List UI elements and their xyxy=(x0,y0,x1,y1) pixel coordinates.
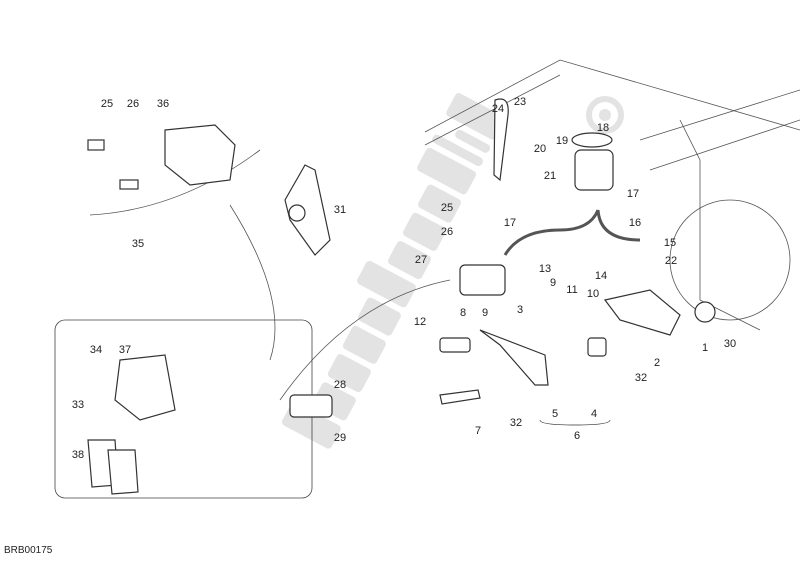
callout-17: 17 xyxy=(627,188,639,200)
fluid-reservoir xyxy=(574,149,614,191)
callout-21: 21 xyxy=(544,170,556,182)
callout-7: 7 xyxy=(475,425,481,437)
callout-8: 8 xyxy=(460,307,466,319)
callout-33: 33 xyxy=(72,399,84,411)
callout-13: 13 xyxy=(539,263,551,275)
watermark-letter xyxy=(387,241,431,280)
callout-19: 19 xyxy=(556,135,568,147)
watermark-letter xyxy=(327,354,371,393)
callout-26: 26 xyxy=(127,98,139,110)
watermark-letter xyxy=(403,212,446,251)
callout-15: 15 xyxy=(664,237,676,249)
pivot-bolt xyxy=(439,389,481,405)
group-bracket-6 xyxy=(539,419,611,426)
watermark-letter xyxy=(418,184,461,223)
diagram-code: BRB00175 xyxy=(4,545,53,556)
brake-lever xyxy=(479,329,549,386)
rear-brake-caliper xyxy=(164,124,236,186)
callout-26: 26 xyxy=(441,226,453,238)
gear-icon xyxy=(586,96,624,134)
inset-caliper xyxy=(114,354,176,421)
callout-10: 10 xyxy=(587,288,599,300)
callout-6: 6 xyxy=(574,430,580,442)
watermark-letter xyxy=(357,297,401,336)
callout-25: 25 xyxy=(101,98,113,110)
callout-18: 18 xyxy=(597,122,609,134)
callout-20: 20 xyxy=(534,143,546,155)
callout-27: 27 xyxy=(415,254,427,266)
callout-14: 14 xyxy=(595,270,607,282)
parts xyxy=(87,98,716,495)
callout-29: 29 xyxy=(334,432,346,444)
watermark-letter xyxy=(417,147,477,195)
callout-9: 9 xyxy=(550,277,556,289)
master-cylinder-small xyxy=(289,394,333,418)
callout-23: 23 xyxy=(514,96,526,108)
callout-1: 1 xyxy=(702,342,708,354)
callout-16: 16 xyxy=(629,217,641,229)
watermark-letter xyxy=(312,382,356,421)
callout-34: 34 xyxy=(90,344,102,356)
watermark-letter xyxy=(455,129,491,153)
callout-5: 5 xyxy=(552,408,558,420)
callout-25: 25 xyxy=(441,202,453,214)
callout-12: 12 xyxy=(414,316,426,328)
callout-31: 31 xyxy=(334,204,346,216)
master-cylinder xyxy=(459,264,506,296)
callout-32: 32 xyxy=(510,417,522,429)
callout-36: 36 xyxy=(157,98,169,110)
callout-11: 11 xyxy=(566,284,577,296)
watermark-letter xyxy=(342,325,386,364)
callout-24: 24 xyxy=(492,103,504,115)
footrest-bracket xyxy=(603,289,681,336)
callout-17: 17 xyxy=(504,217,516,229)
callout-22: 22 xyxy=(665,255,677,267)
callout-32: 32 xyxy=(635,372,647,384)
watermark-letter xyxy=(432,134,484,167)
caliper-bracket xyxy=(284,164,331,256)
watermark-logo xyxy=(281,93,624,449)
watermark-letter xyxy=(446,93,506,140)
callout-37: 37 xyxy=(119,344,131,356)
callout-4: 4 xyxy=(591,408,597,420)
callout-2: 2 xyxy=(654,357,660,369)
brake-pad xyxy=(107,449,139,495)
frame-outline xyxy=(89,59,800,401)
callout-38: 38 xyxy=(72,449,84,461)
brake-rod xyxy=(493,98,509,182)
callout-9: 9 xyxy=(482,307,488,319)
foot-peg-rubber xyxy=(439,337,471,353)
callout-30: 30 xyxy=(724,338,736,350)
callout-28: 28 xyxy=(334,379,346,391)
callout-3: 3 xyxy=(517,304,523,316)
callout-35: 35 xyxy=(132,238,144,250)
spring xyxy=(694,301,716,323)
